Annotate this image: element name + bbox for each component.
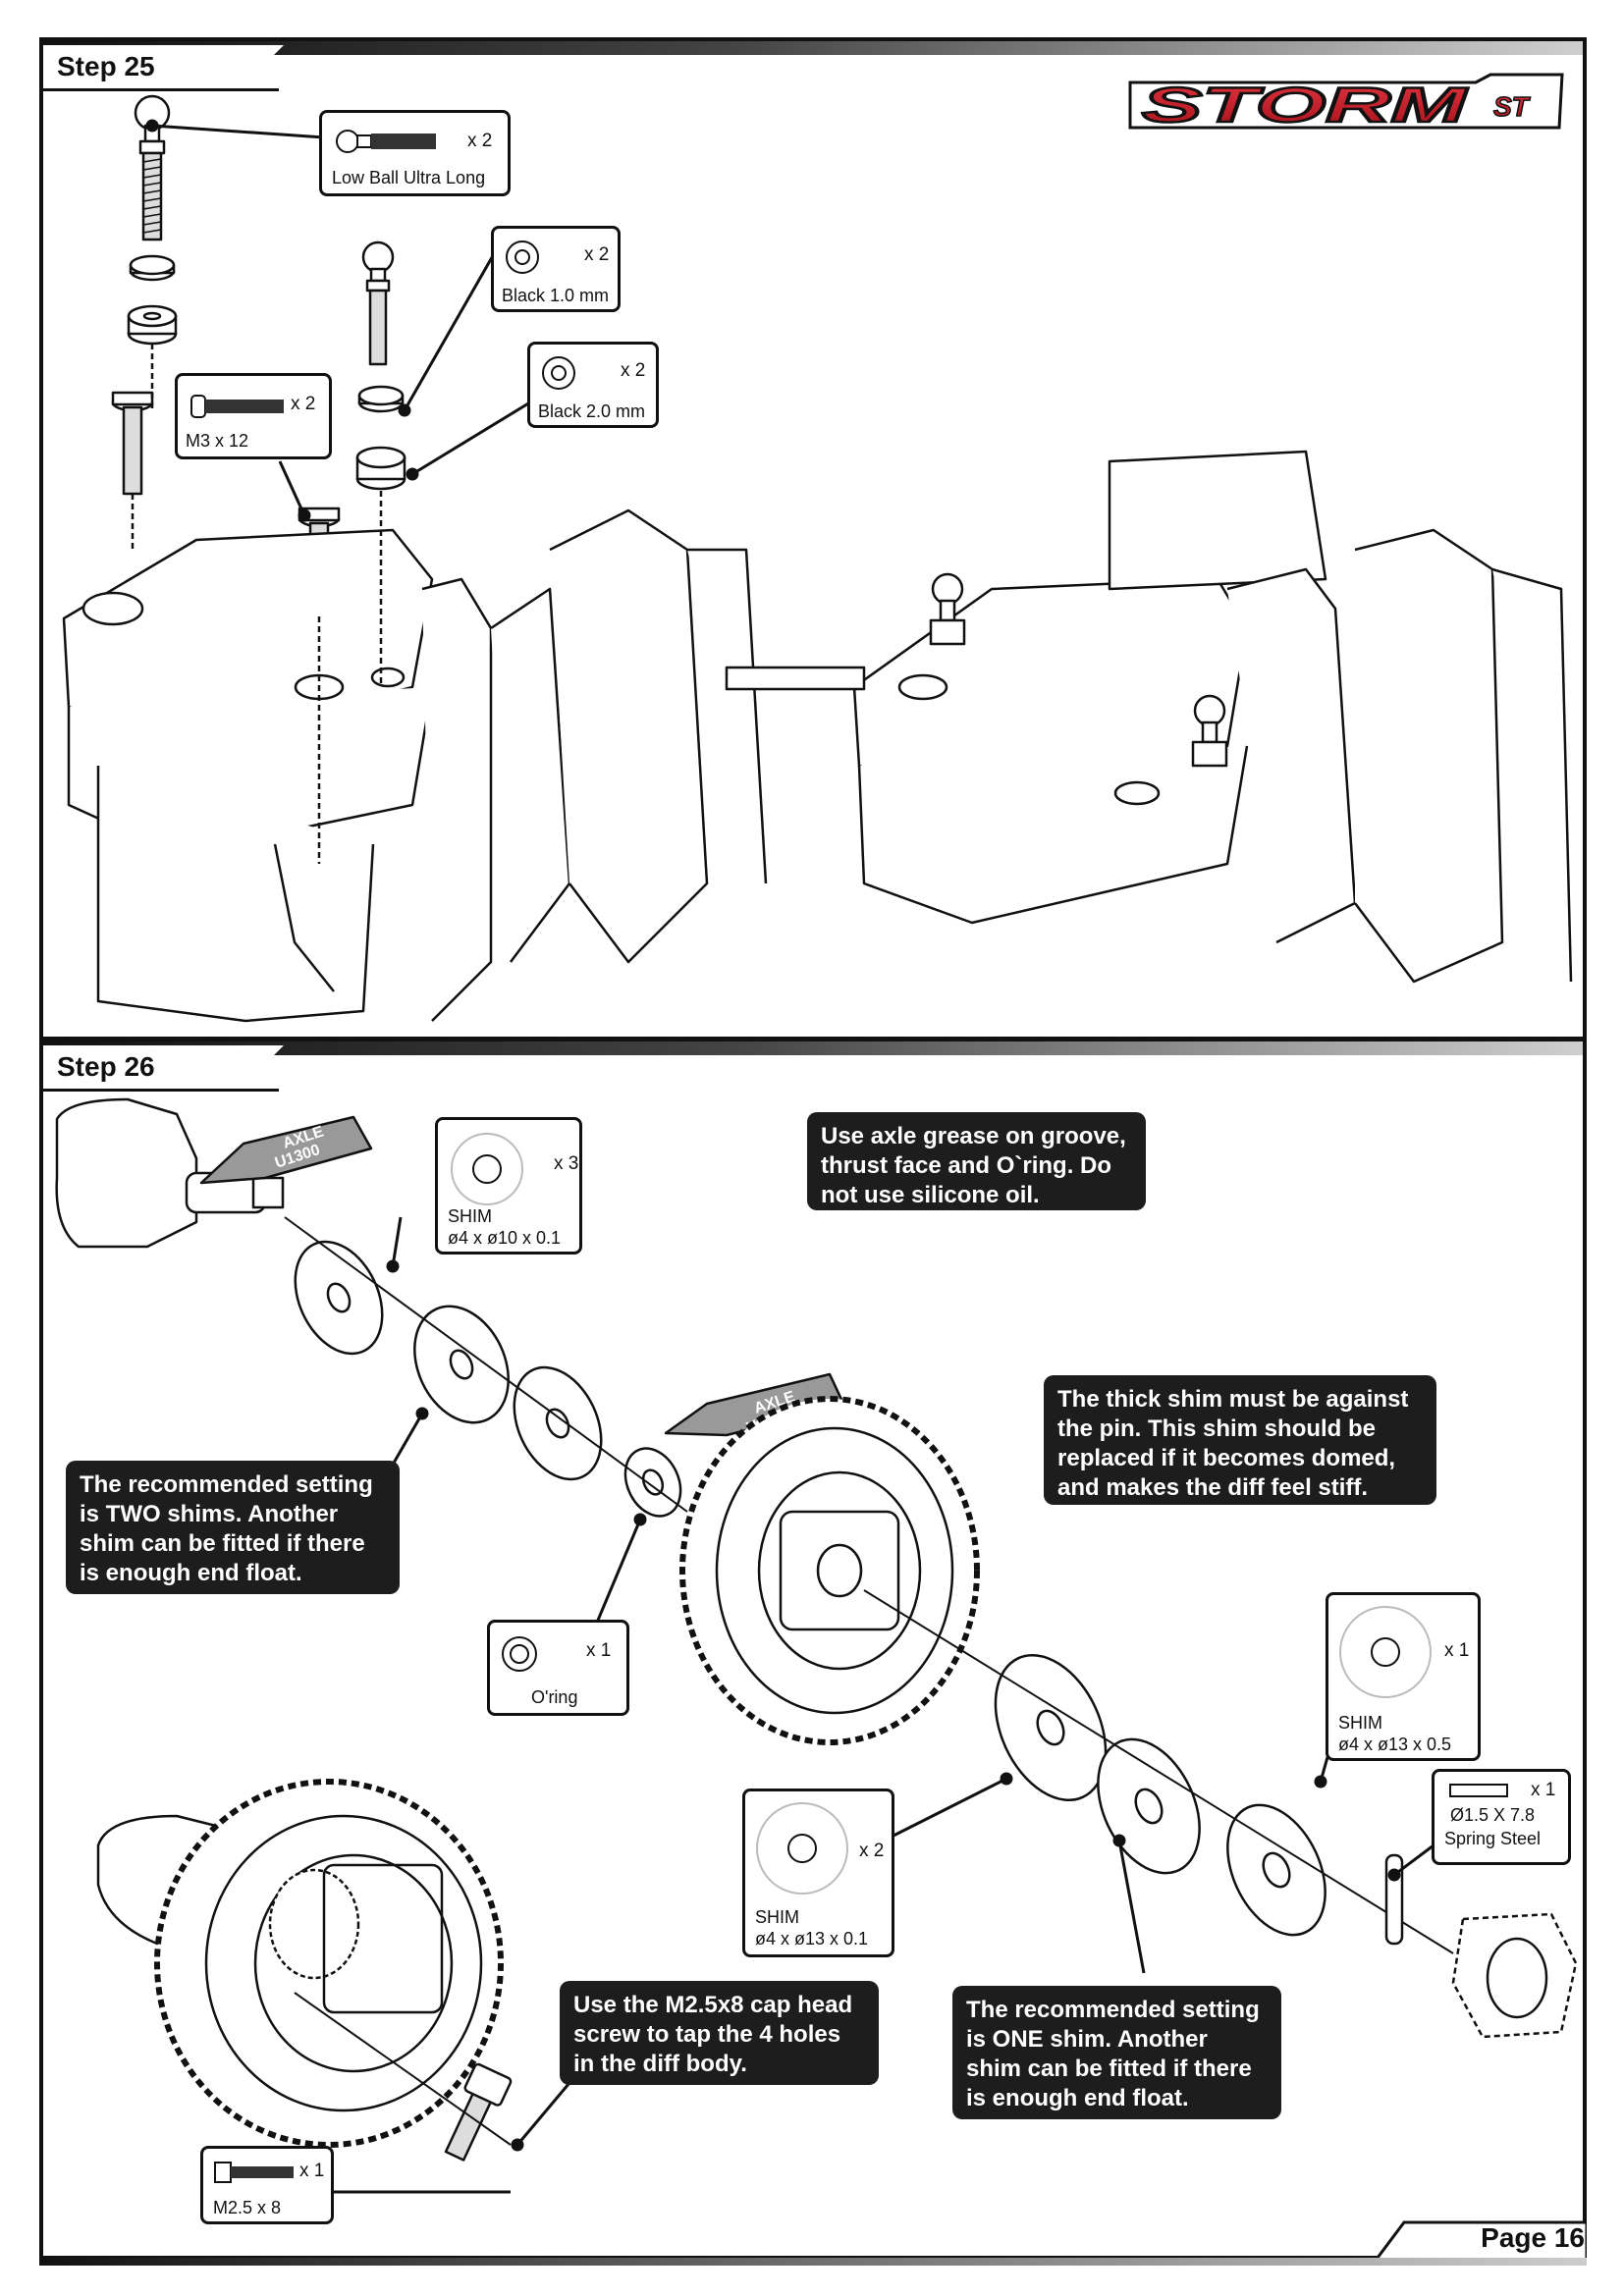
qty: x 2 [621, 360, 646, 381]
part-label: Black 1.0 mm [502, 286, 610, 305]
note-cap-head-screw: Use the M2.5x8 cap head screw to tap the… [560, 1981, 879, 2085]
part-callout-black-1mm: x 2 Black 1.0 mm [491, 226, 621, 312]
part-callout-shim-4x10: x 3 SHIM ø4 x ø10 x 0.1 [435, 1117, 582, 1255]
step-header-bar [43, 1041, 1583, 1055]
qty: x 1 [1444, 1640, 1470, 1661]
cap-screw-icon [214, 2162, 294, 2183]
shim-icon [756, 1802, 848, 1895]
part-size: ø4 x ø13 x 0.5 [1338, 1735, 1452, 1754]
page-footer-tab [1375, 2220, 1587, 2262]
step-title-underline [43, 1089, 279, 1092]
part-size: ø4 x ø13 x 0.1 [755, 1929, 869, 1949]
part-label: M3 x 12 [186, 431, 249, 451]
step26-title: Step 26 [43, 1045, 284, 1089]
oring-icon [502, 1636, 537, 1672]
shim-icon [451, 1133, 523, 1205]
part-label: O'ring [531, 1687, 578, 1707]
note-axle-grease: Use axle grease on groove, thrust face a… [807, 1112, 1146, 1210]
part-callout-shim-4x13-01: x 2 SHIM ø4 x ø13 x 0.1 [742, 1789, 894, 1957]
part-callout-m3x12: x 2 M3 x 12 [175, 373, 332, 459]
ball-stud-icon [336, 130, 436, 153]
pin-icon [1449, 1784, 1508, 1797]
svg-text:ST: ST [1493, 91, 1532, 122]
part-size: Spring Steel [1444, 1829, 1542, 1848]
qty: x 2 [291, 394, 316, 414]
part-callout-shim-4x13-05: x 1 SHIM ø4 x ø13 x 0.5 [1326, 1592, 1481, 1761]
screw-icon [190, 395, 284, 418]
page-number: Page 16 [1481, 2222, 1585, 2253]
part-label: Low Ball Ultra Long [332, 168, 486, 187]
qty: x 1 [1531, 1780, 1556, 1800]
ball-stud-right [355, 240, 406, 491]
part-callout-ball-stud: x 2 Low Ball Ultra Long [319, 110, 511, 196]
ball-stud-explode [127, 94, 178, 346]
m3-screw-left [111, 391, 154, 496]
storm-st-logo: STORM ST [1128, 73, 1564, 133]
qty: x 2 [859, 1841, 885, 1861]
part-label: SHIM [448, 1206, 492, 1226]
part-label: SHIM [755, 1907, 799, 1927]
part-size: ø4 x ø10 x 0.1 [448, 1228, 562, 1248]
part-callout-m25x8: x 1 M2.5 x 8 [200, 2146, 334, 2224]
note-thick-shim: The thick shim must be against the pin. … [1044, 1375, 1436, 1505]
part-callout-pin: x 1 Ø1.5 X 7.8 Spring Steel [1432, 1769, 1571, 1865]
qty: x 3 [554, 1153, 579, 1174]
part-label: Black 2.0 mm [538, 401, 646, 421]
spacer-icon [506, 240, 539, 274]
part-label: SHIM [1338, 1713, 1382, 1733]
part-label: Ø1.5 X 7.8 [1450, 1805, 1536, 1825]
part-callout-oring: x 1 O'ring [487, 1620, 629, 1716]
step25-title: Step 25 [43, 45, 284, 88]
shim-icon [1339, 1606, 1432, 1698]
step-header-bar [43, 41, 1583, 55]
qty: x 1 [299, 2161, 325, 2181]
part-callout-black-2mm: x 2 Black 2.0 mm [527, 342, 659, 428]
qty: x 1 [586, 1640, 612, 1661]
note-two-shims: The recommended setting is TWO shims. An… [66, 1461, 400, 1594]
step-title-underline [43, 88, 279, 91]
qty: x 2 [584, 244, 610, 265]
svg-text:STORM: STORM [1142, 78, 1468, 133]
footer-bar [39, 2258, 1587, 2266]
note-one-shim: The recommended setting is ONE shim. Ano… [952, 1986, 1281, 2119]
spacer-icon [542, 356, 575, 390]
qty: x 2 [467, 131, 493, 151]
part-label: M2.5 x 8 [213, 2198, 282, 2217]
